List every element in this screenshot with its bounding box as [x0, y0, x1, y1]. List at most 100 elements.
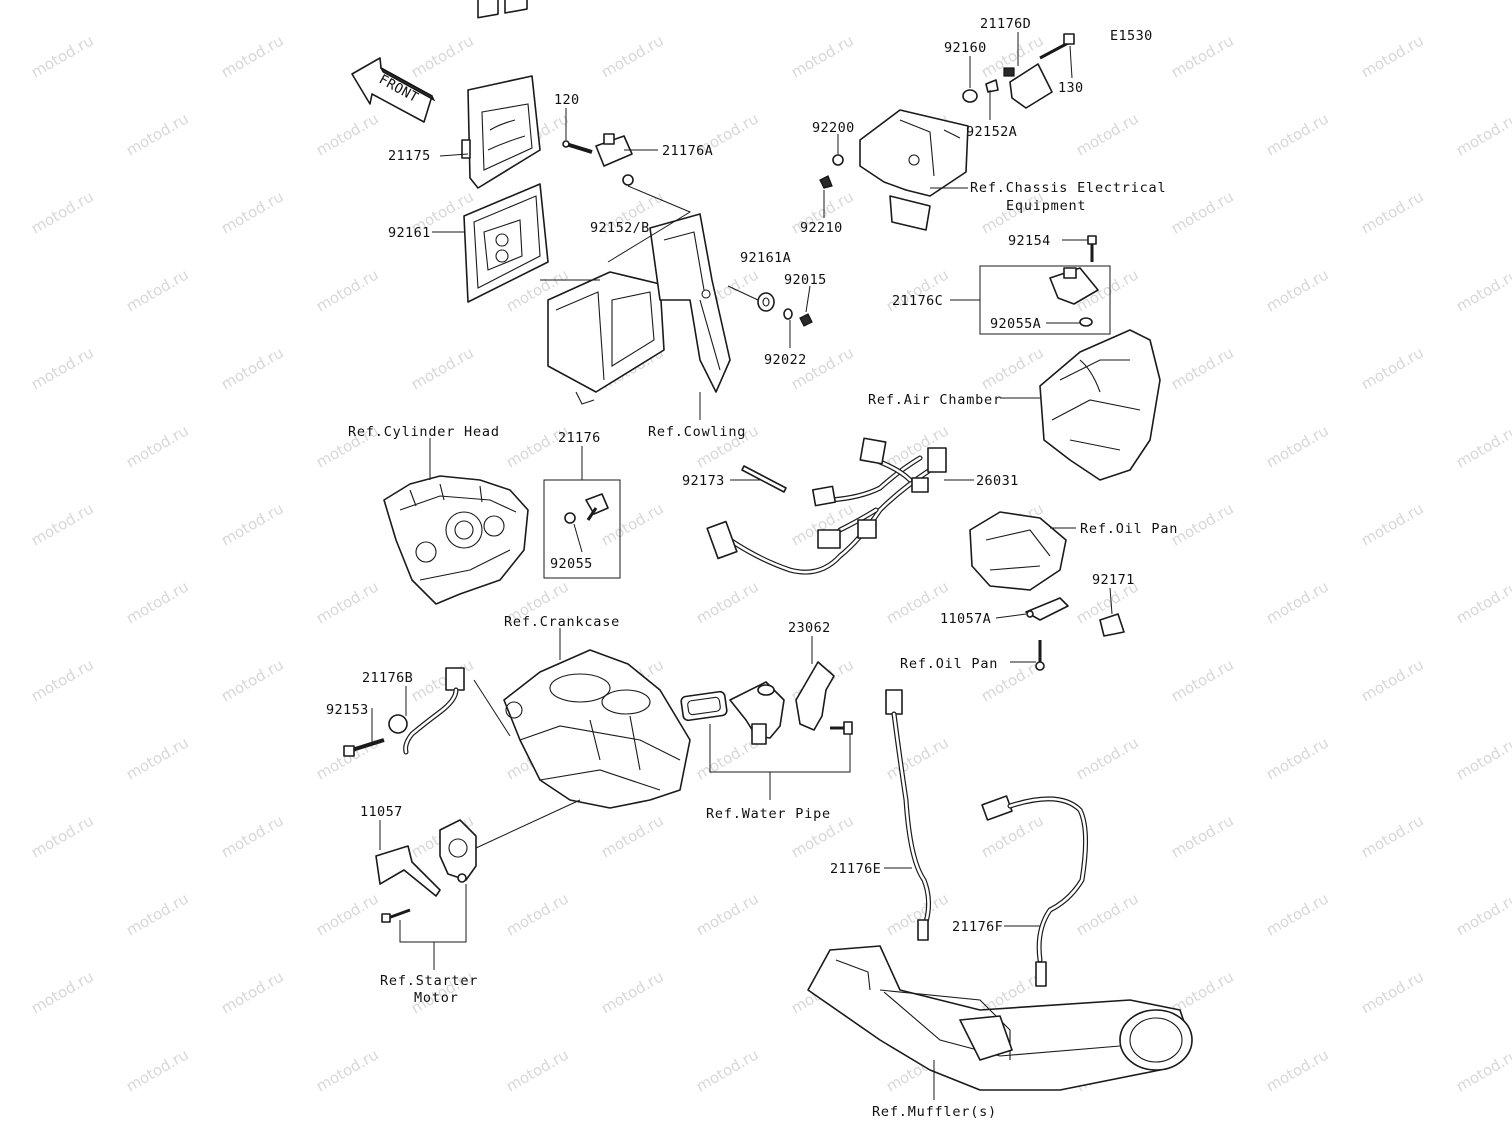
- watermark-text: motod.ru: [598, 811, 667, 861]
- label-92161: 92161: [388, 225, 431, 241]
- watermark-text: motod.ru: [313, 577, 382, 627]
- watermark-text: motod.ru: [28, 187, 97, 237]
- diagram-code: E1530: [1110, 28, 1153, 44]
- watermark-text: motod.ru: [1453, 1045, 1512, 1095]
- ref-cylinder-head: Ref.Cylinder Head: [348, 424, 500, 440]
- watermark-text: motod.ru: [1453, 421, 1512, 471]
- bolt-92153: [343, 738, 385, 757]
- watermark-text: motod.ru: [408, 655, 477, 705]
- label-92154: 92154: [1008, 233, 1051, 249]
- watermark-text: motod.ru: [0, 889, 2, 939]
- oil-pan-part: [969, 511, 1125, 671]
- watermark-text: motod.ru: [218, 187, 287, 237]
- bolt-120: [562, 140, 593, 154]
- label-92055a: 92055A: [990, 316, 1041, 332]
- label-21175: 21175: [388, 148, 431, 164]
- label-92152a: 92152A: [966, 124, 1017, 140]
- watermark-text: motod.ru: [218, 967, 287, 1017]
- watermark-text: motod.ru: [788, 31, 857, 81]
- watermark-text: motod.ru: [1263, 0, 1332, 3]
- watermark-text: motod.ru: [1358, 655, 1427, 705]
- watermark-text: motod.ru: [1168, 655, 1237, 705]
- watermark-text: motod.ru: [1453, 577, 1512, 627]
- bracket-11057: [375, 845, 441, 923]
- watermark-text: motod.ru: [598, 967, 667, 1017]
- ecu-bracket: [547, 213, 731, 405]
- ref-chassis-line1: Ref.Chassis Electrical: [970, 180, 1166, 196]
- watermark-text: motod.ru: [1168, 343, 1237, 393]
- label-92173: 92173: [682, 473, 725, 489]
- watermark-text: motod.ru: [123, 421, 192, 471]
- air-chamber: [1039, 329, 1161, 481]
- watermark-text: motod.ru: [218, 811, 287, 861]
- ref-cowling: Ref.Cowling: [648, 424, 746, 440]
- watermark-text: motod.ru: [218, 655, 287, 705]
- watermark-text: motod.ru: [1263, 421, 1332, 471]
- ref-chassis-line2: Equipment: [1006, 198, 1086, 214]
- watermark-text: motod.ru: [1453, 889, 1512, 939]
- label-92015: 92015: [784, 272, 827, 288]
- band-92173: [741, 465, 787, 493]
- label-92210: 92210: [800, 220, 843, 236]
- watermark-text: motod.ru: [123, 265, 192, 315]
- watermark-text: motod.ru: [1453, 0, 1512, 3]
- watermark-text: motod.ru: [693, 889, 762, 939]
- watermark-text: motod.ru: [1453, 733, 1512, 783]
- watermark-text: motod.ru: [788, 343, 857, 393]
- watermark-text: motod.ru: [1358, 187, 1427, 237]
- label-130: 130: [1058, 80, 1084, 96]
- sensor-21176d: [1003, 63, 1053, 109]
- watermark-layer: motod.ru motod.ru motod.ru motod.ru motod.ru…: [0, 0, 1512, 1095]
- muffler: [807, 945, 1193, 1091]
- ref-water-pipe: Ref.Water Pipe: [706, 806, 831, 822]
- watermark-text: motod.ru: [1168, 811, 1237, 861]
- watermark-text: motod.ru: [1358, 811, 1427, 861]
- watermark-text: motod.ru: [883, 733, 952, 783]
- label-21176d: 21176D: [980, 16, 1031, 32]
- ref-starter-line2: Motor: [414, 990, 459, 1006]
- watermark-text: motod.ru: [978, 343, 1047, 393]
- label-92152b: 92152/B: [590, 220, 650, 236]
- ref-muffler: Ref.Muffler(s): [872, 1104, 997, 1120]
- reference-labels: Ref.Chassis Electrical Equipment Ref.Air…: [348, 180, 1177, 1120]
- nut-92015: [799, 313, 813, 327]
- watermark-text: motod.ru: [123, 889, 192, 939]
- watermark-text: motod.ru: [123, 577, 192, 627]
- watermark-text: motod.ru: [1263, 577, 1332, 627]
- label-26031: 26031: [976, 473, 1019, 489]
- watermark-text: motod.ru: [1263, 265, 1332, 315]
- watermark-text: motod.ru: [693, 0, 762, 3]
- ecu-unit: [461, 0, 541, 189]
- watermark-text: motod.ru: [1168, 31, 1237, 81]
- label-21176c: 21176C: [892, 293, 943, 309]
- label-11057: 11057: [360, 804, 403, 820]
- washer-92200: [832, 154, 844, 166]
- watermark-text: motod.ru: [1073, 733, 1142, 783]
- watermark-text: motod.ru: [0, 421, 2, 471]
- ref-crankcase: Ref.Crankcase: [504, 614, 620, 630]
- label-120: 120: [554, 92, 580, 108]
- label-92160: 92160: [944, 40, 987, 56]
- leader-lines: [371, 32, 1113, 1100]
- label-23062: 23062: [788, 620, 831, 636]
- watermark-text: motod.ru: [1358, 343, 1427, 393]
- watermark-text: motod.ru: [1358, 499, 1427, 549]
- label-21176e: 21176E: [830, 861, 881, 877]
- watermark-text: motod.ru: [313, 265, 382, 315]
- watermark-text: motod.ru: [693, 577, 762, 627]
- collar-92022: [783, 308, 793, 320]
- part-labels: E1530 21175 92161 120 21176A 92152/B 921…: [326, 16, 1153, 935]
- label-21176: 21176: [558, 430, 601, 446]
- watermark-text: motod.ru: [218, 31, 287, 81]
- watermark-text: motod.ru: [1168, 499, 1237, 549]
- watermark-text: motod.ru: [313, 1045, 382, 1095]
- watermark-text: motod.ru: [0, 265, 2, 315]
- ecu-cover: [463, 183, 549, 303]
- sensor-21176b: [388, 667, 465, 755]
- watermark-text: motod.ru: [28, 967, 97, 1017]
- starter-sensor: [439, 819, 477, 883]
- watermark-text: motod.ru: [503, 889, 572, 939]
- label-92055: 92055: [550, 556, 593, 572]
